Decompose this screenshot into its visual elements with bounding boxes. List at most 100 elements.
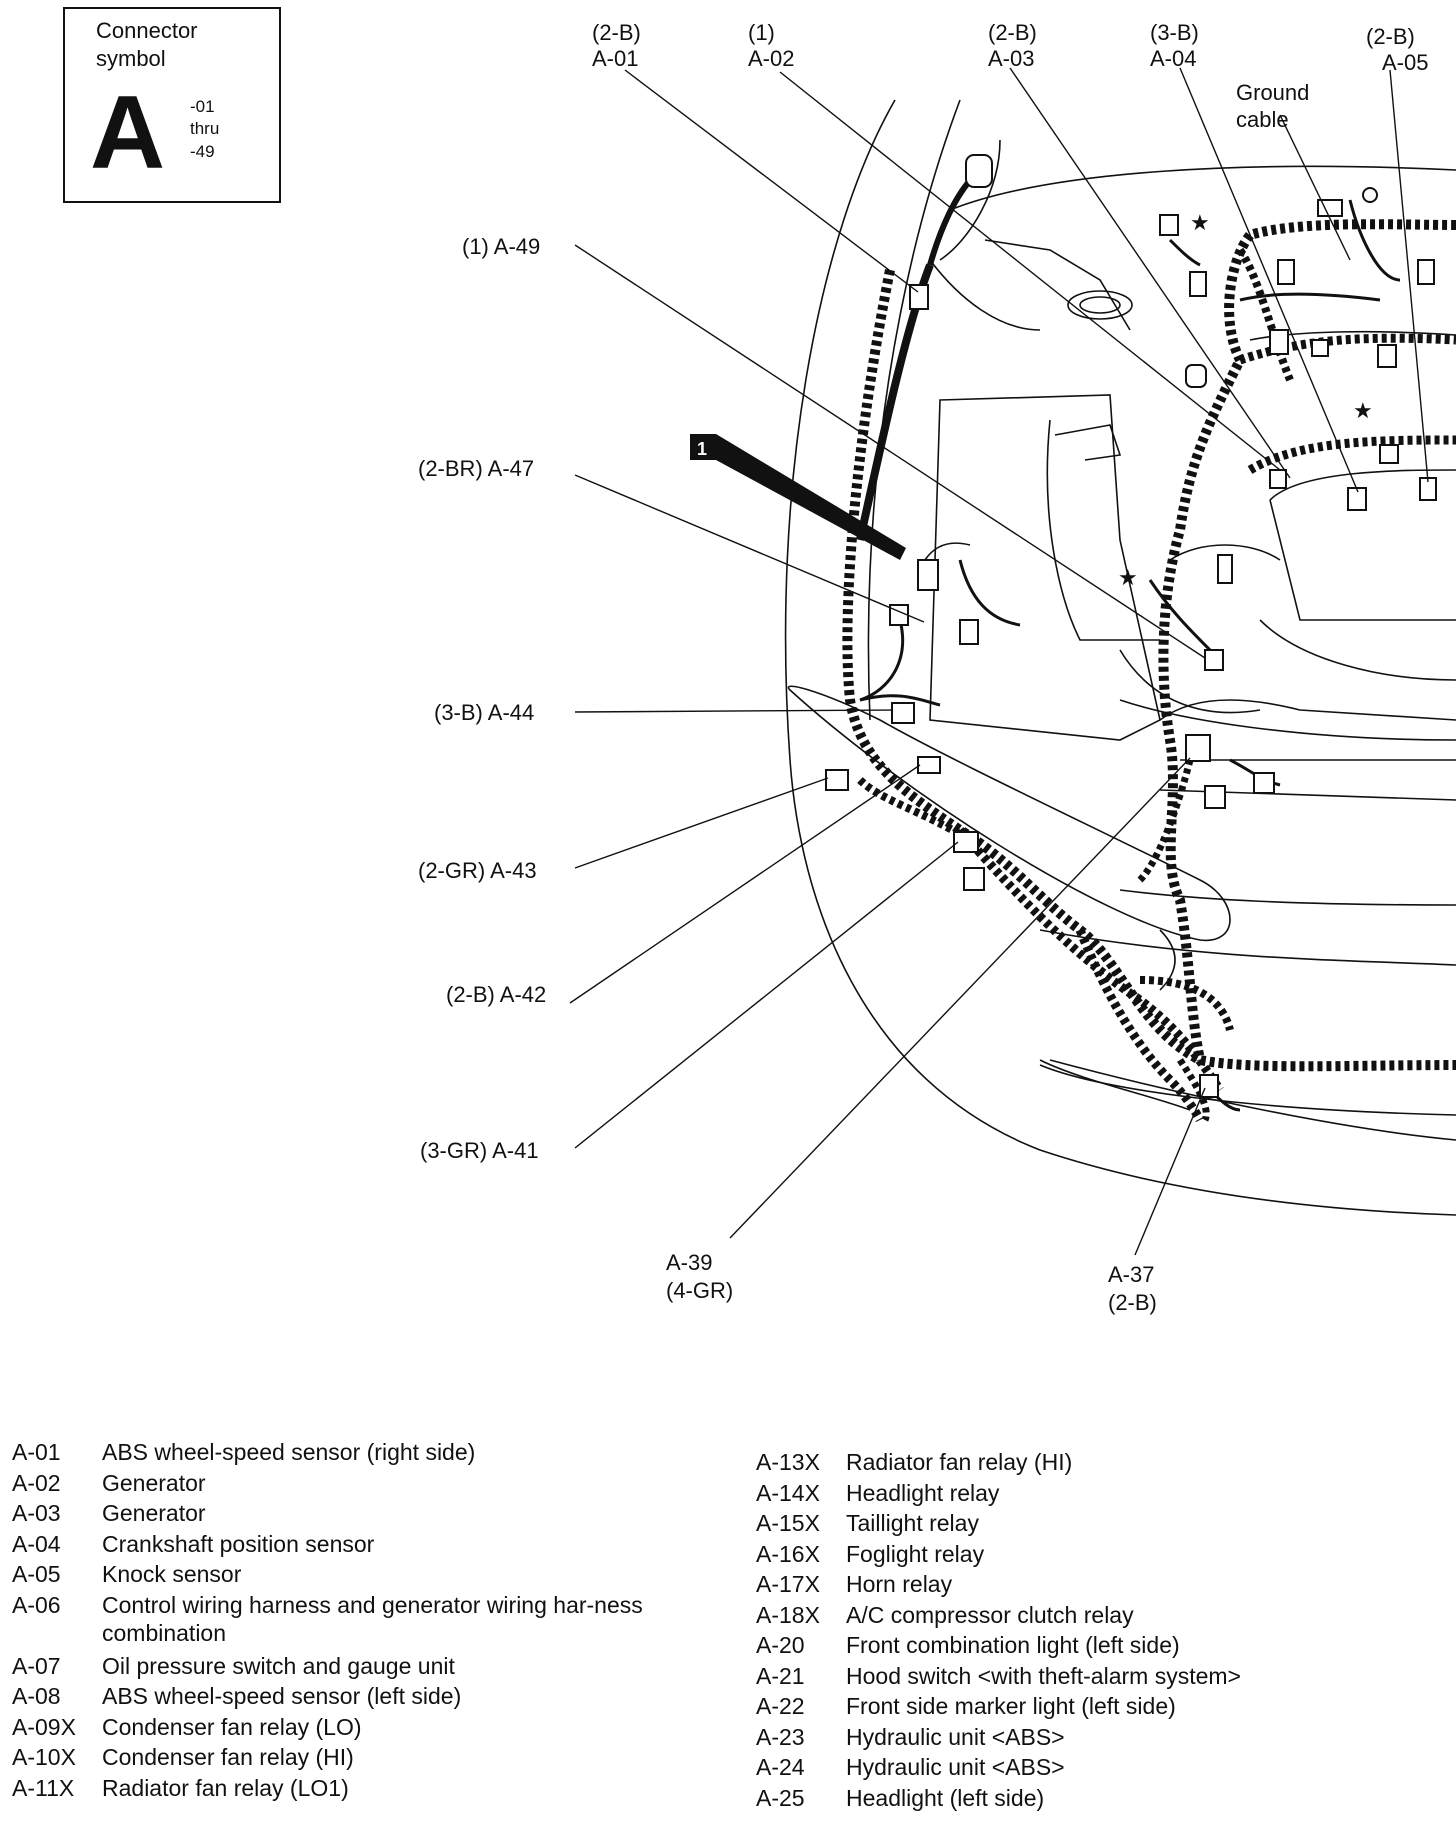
connector-shape <box>1217 554 1233 584</box>
callout-a39-type: (4-GR) <box>666 1278 733 1303</box>
legend-description: Oil pressure switch and gauge unit <box>102 1652 455 1679</box>
connector-symbol-title-2: symbol <box>96 46 166 71</box>
callout-ground-1: Ground <box>1236 80 1309 105</box>
legend-code: A-23 <box>756 1723 805 1750</box>
legend-code: A-01 <box>12 1439 61 1465</box>
legend-code: A-15X <box>756 1510 820 1536</box>
legend-description: Radiator fan relay (HI) <box>846 1449 1073 1475</box>
legend-row: A-13X Radiator fan relay (HI) <box>756 1448 1072 1476</box>
connector-shape <box>1317 199 1343 217</box>
legend-row: A-06 Control wiring harness and generator… <box>12 1591 702 1647</box>
legend-description: Headlight relay <box>846 1479 1000 1506</box>
legend-description: Foglight relay <box>846 1540 985 1567</box>
legend-description: Front side marker light (left side) <box>846 1693 1176 1719</box>
connector-shape <box>889 604 909 626</box>
connector-shape <box>1204 785 1226 809</box>
legend-code: A-03 <box>12 1500 61 1526</box>
connector-symbol-title-1: Connector <box>96 18 198 43</box>
legend-description: ABS wheel-speed sensor (right side) <box>102 1439 476 1465</box>
connector-shape <box>1185 364 1207 388</box>
legend-row: A-07 Oil pressure switch and gauge unit <box>12 1652 455 1680</box>
connector-shape <box>1277 259 1295 285</box>
legend-description: Generator <box>102 1469 206 1496</box>
legend-code: A-18X <box>756 1601 820 1628</box>
connector-shape <box>1379 444 1399 464</box>
connector-shape <box>1269 329 1289 355</box>
connector-shape <box>825 769 849 791</box>
callout-a05: A-05 <box>1382 50 1428 75</box>
legend-code: A-17X <box>756 1571 820 1597</box>
legend-description: Hood switch <with theft-alarm system> <box>846 1662 1241 1689</box>
solid-harness <box>856 172 1401 1112</box>
connector-shape <box>1269 469 1287 489</box>
connector-shape <box>1199 1074 1219 1098</box>
callout-a01-type: (2-B) <box>592 20 641 45</box>
callout-a39: A-39 <box>666 1250 712 1275</box>
legend-code: A-21 <box>756 1662 805 1689</box>
legend-description: Radiator fan relay (LO1) <box>102 1774 349 1801</box>
connector-range-start: -01 <box>190 97 215 116</box>
legend-row: A-10X Condenser fan relay (HI) <box>12 1743 354 1771</box>
connector-shape <box>959 619 979 645</box>
wiring-harness <box>842 219 1456 1123</box>
callout-a03-type: (2-B) <box>988 20 1037 45</box>
connector-shape <box>953 831 979 853</box>
connector-shape <box>965 154 993 188</box>
legend-code: A-13X <box>756 1449 820 1475</box>
legend-description: Condenser fan relay (LO) <box>102 1713 362 1740</box>
callout-a41: (3-GR) A-41 <box>420 1138 539 1163</box>
connector-shape <box>917 756 941 774</box>
connector-shape <box>909 284 929 310</box>
callout-a37-type: (2-B) <box>1108 1290 1157 1315</box>
connector-range-end: -49 <box>190 142 215 161</box>
legend-code: A-06 <box>12 1591 61 1618</box>
item-1-number: 1 <box>697 439 707 459</box>
connector-shape <box>917 559 939 591</box>
star-icon: ★ <box>1353 399 1373 424</box>
callout-a01: A-01 <box>592 46 638 71</box>
legend-code: A-04 <box>12 1530 61 1557</box>
connector-shape <box>1377 344 1397 368</box>
legend-row: A-17X Horn relay <box>756 1570 952 1598</box>
callout-a44: (3-B) A-44 <box>434 700 534 725</box>
item-1-marker: 1 <box>690 434 906 560</box>
legend-code: A-20 <box>756 1632 805 1658</box>
connector-shape <box>963 867 985 891</box>
callout-a47: (2-BR) A-47 <box>418 456 534 481</box>
legend-row: A-09X Condenser fan relay (LO) <box>12 1713 362 1741</box>
legend-description: Taillight relay <box>846 1510 979 1536</box>
legend-code: A-10X <box>12 1744 76 1770</box>
connector-range-mid: thru <box>190 119 219 138</box>
connector-shape <box>1159 214 1179 236</box>
legend-description: ABS wheel-speed sensor (left side) <box>102 1683 462 1709</box>
connector-symbol-box: Connector symbol A -01 thru -49 <box>63 7 281 203</box>
callout-ground-2: cable <box>1236 107 1289 132</box>
legend-row: A-01 ABS wheel-speed sensor (right side) <box>12 1438 475 1466</box>
connector-shape <box>1311 339 1329 357</box>
legend-code: A-24 <box>756 1754 805 1780</box>
connector-shape <box>1204 649 1224 671</box>
legend-description: Generator <box>102 1500 206 1526</box>
legend-row: A-23 Hydraulic unit <ABS> <box>756 1723 1065 1751</box>
legend-description: Horn relay <box>846 1571 953 1597</box>
legend-description: Condenser fan relay (HI) <box>102 1744 354 1770</box>
legend-code: A-09X <box>12 1713 76 1740</box>
connector-shape <box>891 702 915 724</box>
connector-shape <box>1189 271 1207 297</box>
legend-row: A-03 Generator <box>12 1499 206 1527</box>
callout-a42: (2-B) A-42 <box>446 982 546 1007</box>
legend-description: Hydraulic unit <ABS> <box>846 1723 1065 1750</box>
callout-a04-type: (3-B) <box>1150 20 1199 45</box>
legend-description: Headlight (left side) <box>846 1784 1045 1811</box>
legend-row: A-11X Radiator fan relay (LO1) <box>12 1774 349 1802</box>
connector-shape <box>1362 187 1378 203</box>
legend-code: A-11X <box>12 1774 75 1801</box>
legend-description: Control wiring harness and generator wir… <box>102 1591 643 1646</box>
legend-code: A-07 <box>12 1652 61 1679</box>
